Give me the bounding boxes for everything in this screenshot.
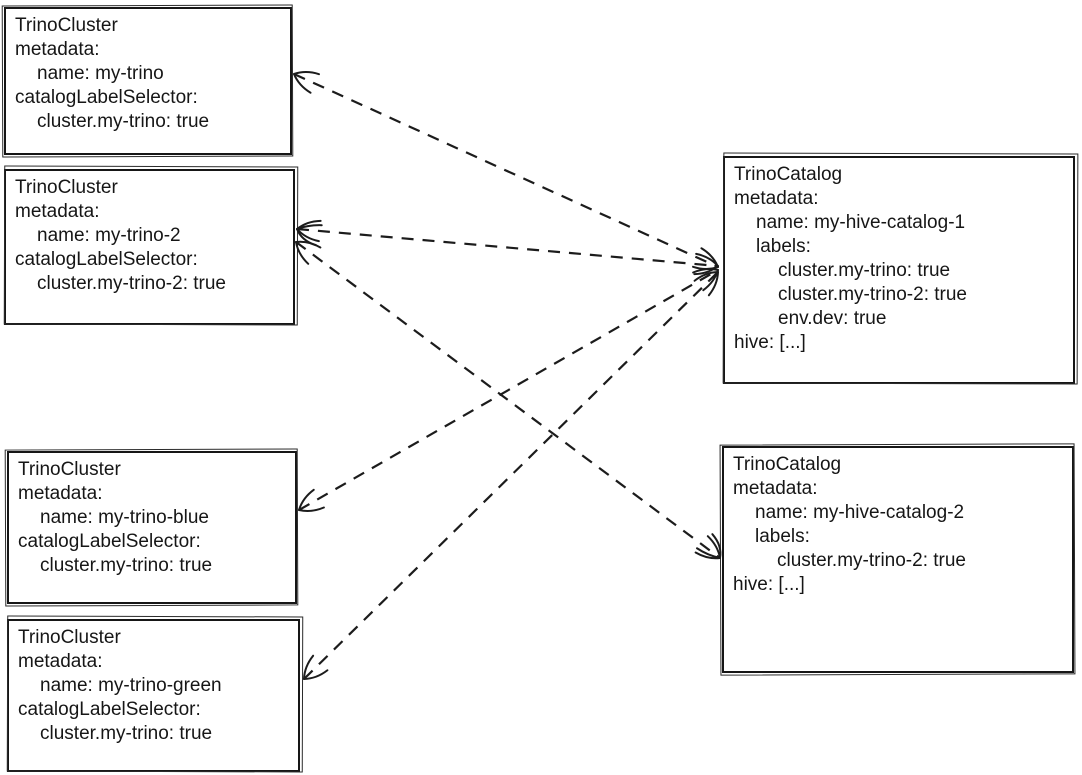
arrowhead-into-catalog-my-hive-catalog-1 <box>693 271 719 282</box>
edge-cluster-my-trino-2--catalog-my-hive-catalog-2 <box>295 241 721 559</box>
node-field: metadata: <box>734 188 819 209</box>
arrowhead-into-cluster-my-trino-green <box>303 654 315 680</box>
arrowhead-into-catalog-my-hive-catalog-1 <box>702 269 719 292</box>
node-field: labels: <box>756 236 811 257</box>
node-field-label: cluster.my-trino-2: true <box>777 550 966 571</box>
edge-cluster-my-trino-2--catalog-my-hive-catalog-1 <box>296 227 719 268</box>
node-field-label: cluster.my-trino-2: true <box>778 284 967 305</box>
node-trino-cluster-my-trino-blue: TrinoCluster metadata: name: my-trino-bl… <box>7 451 297 604</box>
arrowhead-into-cluster-my-trino-2 <box>296 228 317 247</box>
node-trino-cluster-my-trino: TrinoCluster metadata: name: my-trino ca… <box>4 7 292 155</box>
node-field-label: cluster.my-trino: true <box>40 723 213 744</box>
node-trino-catalog-my-hive-catalog-1: TrinoCatalog metadata: name: my-hive-cat… <box>723 156 1075 384</box>
arrowhead-into-catalog-my-hive-catalog-2 <box>694 551 721 560</box>
arrowhead-into-cluster-my-trino-2 <box>295 241 310 265</box>
arrowhead-into-catalog-my-hive-catalog-1 <box>695 252 719 267</box>
node-field: metadata: <box>18 483 103 504</box>
node-field-name: name: my-hive-catalog-2 <box>755 502 965 523</box>
node-field: hive: [...] <box>734 332 806 353</box>
arrowhead-into-catalog-my-hive-catalog-1 <box>700 247 719 268</box>
arrowhead-into-catalog-my-hive-catalog-1 <box>693 265 719 276</box>
arrowhead-into-catalog-my-hive-catalog-1 <box>692 267 719 274</box>
node-field: catalogLabelSelector: <box>15 249 198 270</box>
arrowhead-into-cluster-my-trino-green <box>303 669 329 680</box>
node-kind-label: TrinoCatalog <box>733 454 842 475</box>
arrowhead-into-cluster-my-trino-2 <box>296 228 320 243</box>
node-field: metadata: <box>18 651 103 672</box>
node-field: catalogLabelSelector: <box>15 87 198 108</box>
arrowhead-into-cluster-my-trino-2 <box>296 219 322 230</box>
node-kind-label: TrinoCluster <box>15 177 118 198</box>
arrowhead-into-catalog-my-hive-catalog-1 <box>692 265 719 270</box>
node-field-name: name: my-trino-green <box>40 675 222 696</box>
arrowhead-into-cluster-my-trino <box>293 73 312 94</box>
arrowhead-into-cluster-my-trino <box>293 71 320 76</box>
node-field: metadata: <box>733 478 818 499</box>
node-trino-cluster-my-trino-green: TrinoCluster metadata: name: my-trino-gr… <box>7 619 300 772</box>
node-field-label: cluster.my-trino-2: true <box>37 273 226 294</box>
node-field: labels: <box>755 526 810 547</box>
arrowhead-into-catalog-my-hive-catalog-2 <box>706 535 721 559</box>
arrowhead-into-cluster-my-trino-blue <box>298 506 325 513</box>
node-field-name: name: my-hive-catalog-1 <box>756 212 966 233</box>
node-field: metadata: <box>15 201 100 222</box>
arrowhead-into-cluster-my-trino-2 <box>296 224 323 230</box>
edge-cluster-my-trino--catalog-my-hive-catalog-1 <box>293 72 719 269</box>
node-field: catalogLabelSelector: <box>18 531 201 552</box>
arrowhead-into-cluster-my-trino-2 <box>295 240 322 249</box>
node-kind-label: TrinoCluster <box>18 459 121 480</box>
node-field: catalogLabelSelector: <box>18 699 201 720</box>
arrowhead-into-catalog-my-hive-catalog-2 <box>711 533 722 559</box>
node-field-label: env.dev: true <box>778 308 887 329</box>
node-field-label: cluster.my-trino: true <box>37 111 210 132</box>
node-trino-cluster-my-trino-2: TrinoCluster metadata: name: my-trino-2 … <box>4 169 295 325</box>
node-field-label: cluster.my-trino: true <box>40 555 213 576</box>
node-kind-label: TrinoCluster <box>18 627 121 648</box>
edge-cluster-my-trino-blue--catalog-my-hive-catalog-1 <box>298 269 719 511</box>
edge-cluster-my-trino-green--catalog-my-hive-catalog-1 <box>303 271 719 680</box>
node-field-name: name: my-trino-2 <box>37 225 181 246</box>
node-field: metadata: <box>15 39 100 60</box>
arrowhead-into-cluster-my-trino-blue <box>298 488 315 511</box>
node-kind-label: TrinoCluster <box>15 15 118 36</box>
node-trino-catalog-my-hive-catalog-2: TrinoCatalog metadata: name: my-hive-cat… <box>722 446 1074 673</box>
arrowhead-into-catalog-my-hive-catalog-2 <box>695 547 721 559</box>
node-field: hive: [...] <box>733 574 805 595</box>
arrowhead-into-catalog-my-hive-catalog-1 <box>707 271 719 297</box>
node-field-name: name: my-trino-blue <box>40 507 209 528</box>
node-field-label: cluster.my-trino: true <box>778 260 951 281</box>
node-field-name: name: my-trino <box>37 63 164 84</box>
node-kind-label: TrinoCatalog <box>734 164 843 185</box>
